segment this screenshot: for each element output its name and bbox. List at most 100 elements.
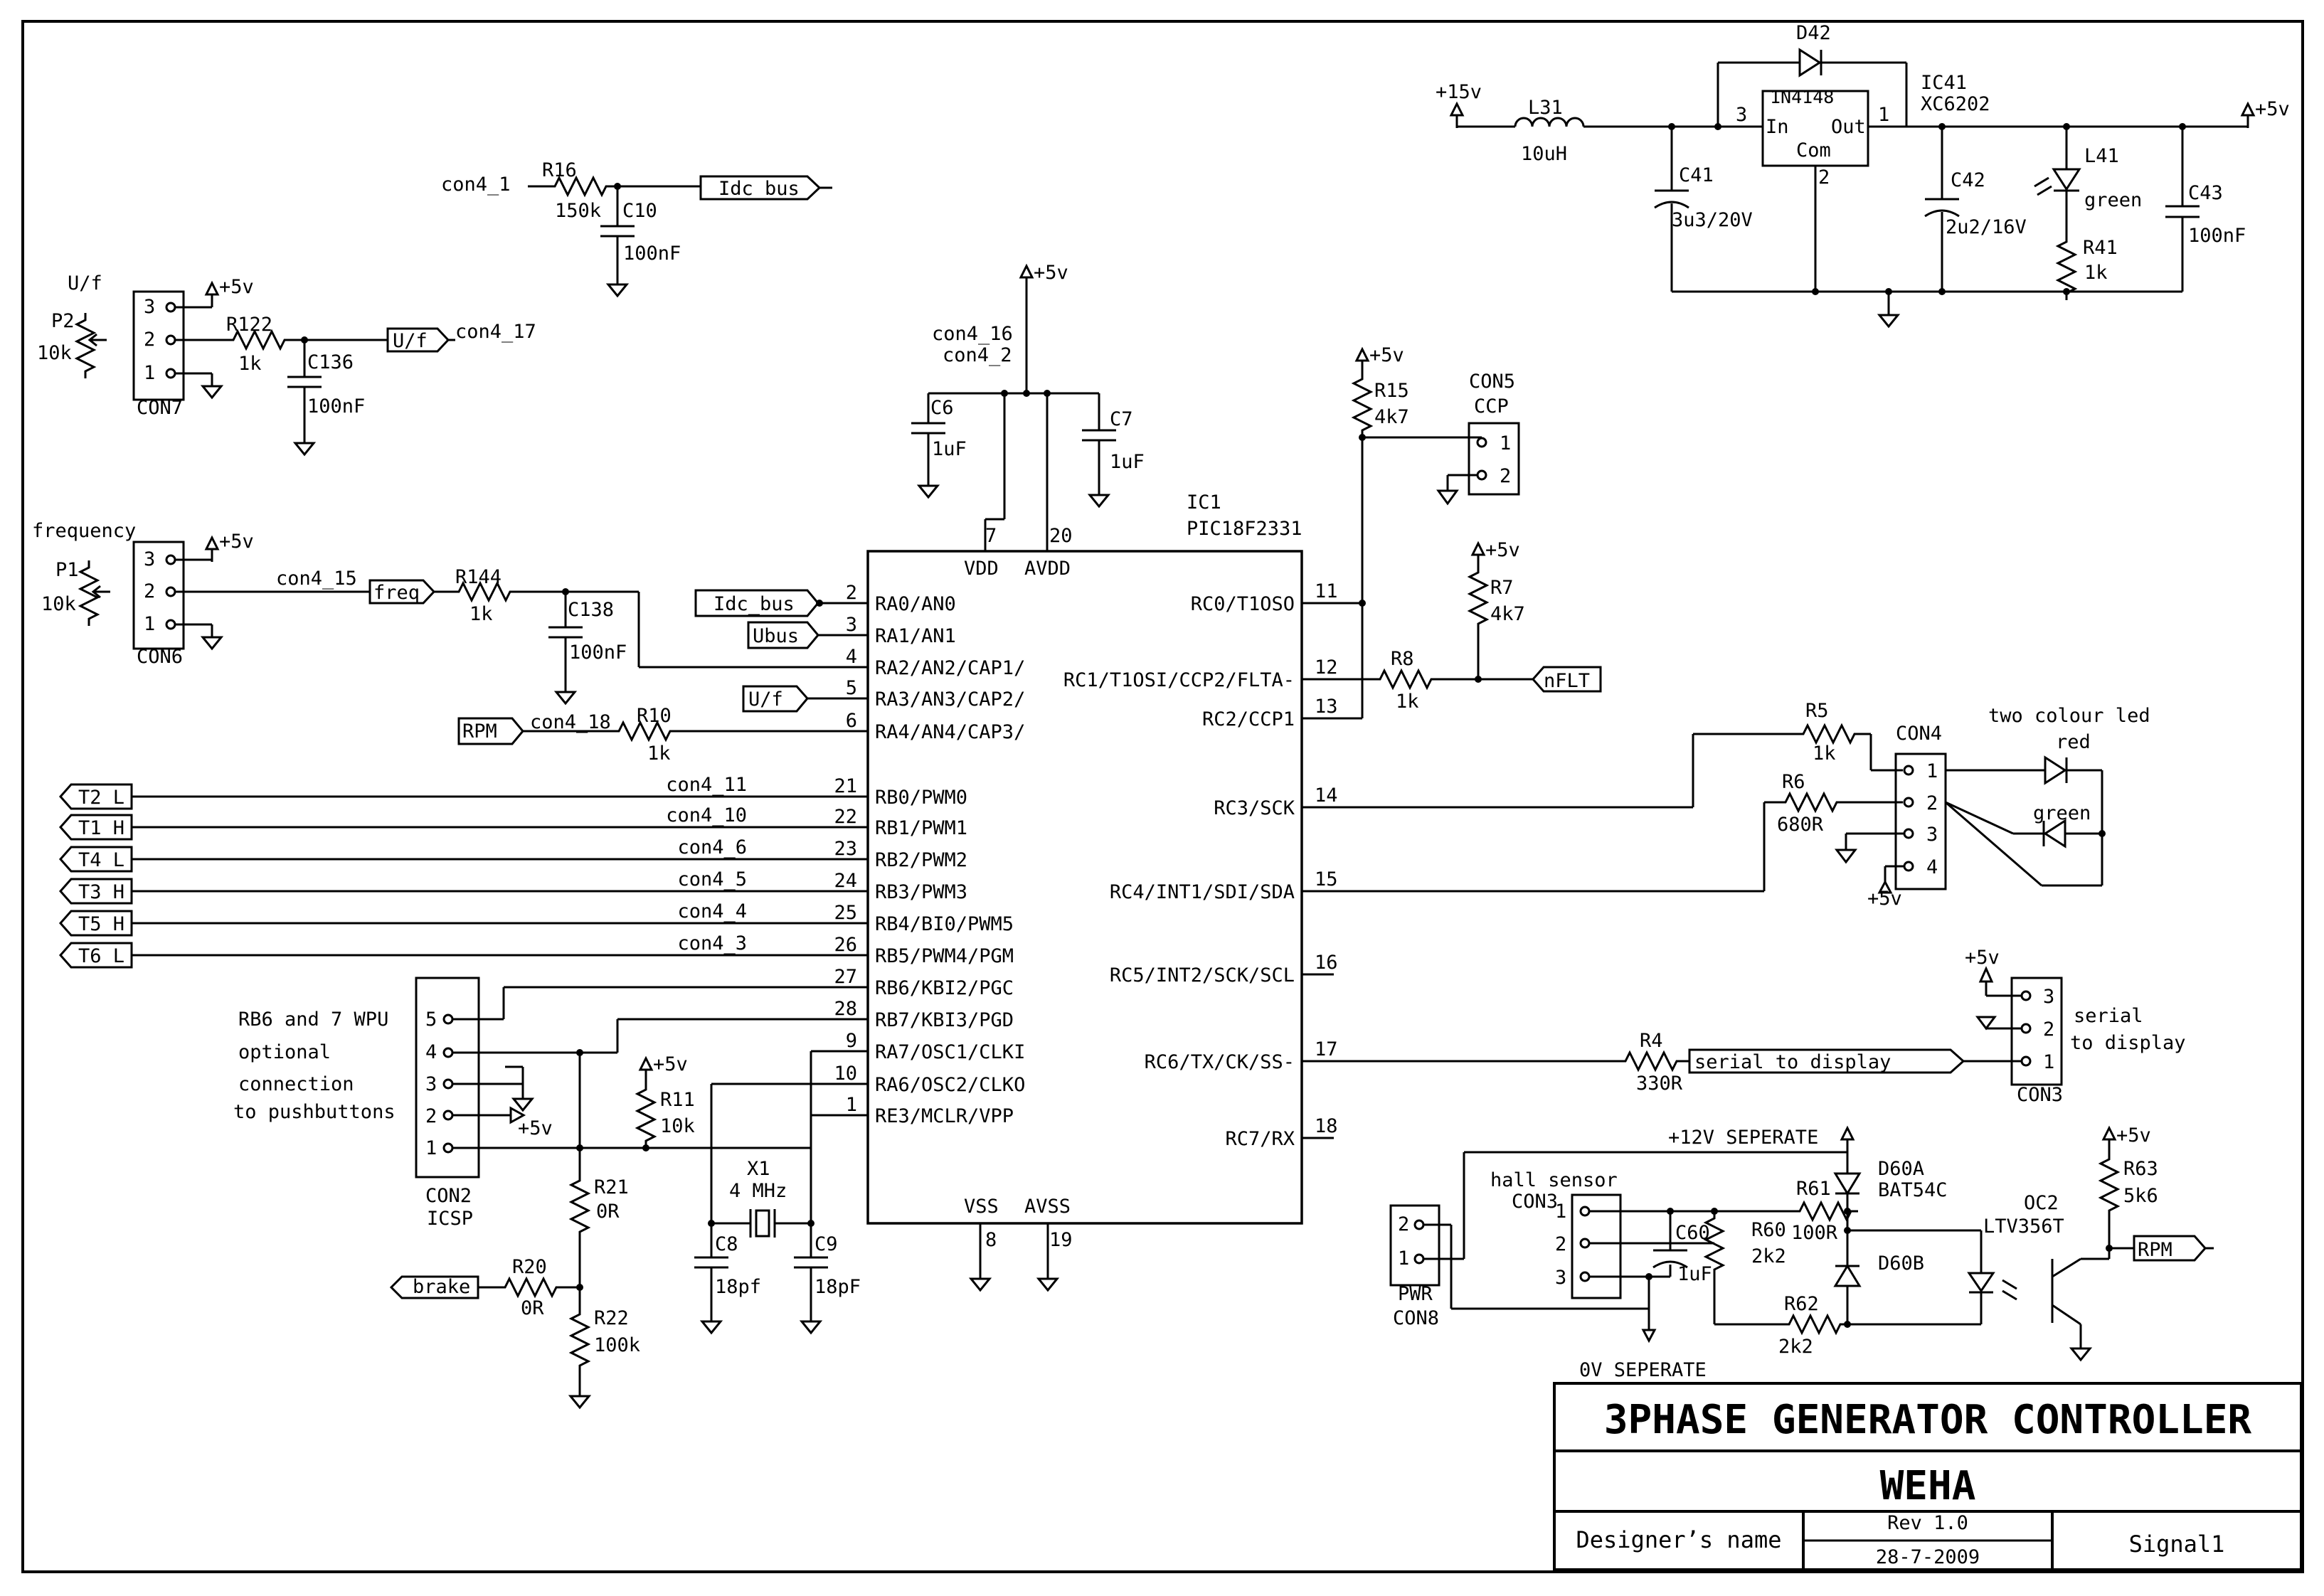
ic1-pin-name: RB0/PWM0 xyxy=(875,787,967,809)
ic1-ref: IC1 xyxy=(1187,491,1221,514)
pin20: 20 xyxy=(1049,525,1073,547)
v0-label: 0V SEPERATE xyxy=(1579,1359,1707,1381)
freq-pot: frequency P1 10k 3 2 1 CON6 +5v con4_15 … xyxy=(32,520,868,705)
c136-label: C136 xyxy=(307,351,354,373)
r144-value: 1k xyxy=(469,603,493,625)
r20-value: 0R xyxy=(521,1297,544,1319)
idc-bus-flag-top xyxy=(699,175,822,201)
c7-value: 1uF xyxy=(1110,451,1145,473)
rpm-flag: RPM xyxy=(462,720,497,743)
ic1-pin-name: RA6/OSC2/CLKO xyxy=(875,1074,1025,1096)
rb-note4: to pushbuttons xyxy=(233,1101,396,1123)
icsp-label: ICSP xyxy=(427,1208,473,1230)
r10-value: 1k xyxy=(647,743,671,765)
p1-value: 10k xyxy=(41,593,76,615)
r63-v5: +5v xyxy=(2116,1124,2151,1147)
hall-p2: 2 xyxy=(1555,1233,1566,1255)
v15-label: +15v xyxy=(1436,81,1482,103)
con7-v5: +5v xyxy=(219,276,254,298)
two-colour-label: two colour led xyxy=(1988,705,2150,727)
uf-flag: U/f xyxy=(393,330,428,352)
con4-15-label: con4_15 xyxy=(276,568,357,590)
c6-value: 1uF xyxy=(932,438,967,460)
r41-label: R41 xyxy=(2083,237,2118,259)
r61-value: 100R xyxy=(1791,1222,1838,1244)
pwr-label: PWR xyxy=(1398,1283,1433,1305)
rb-note1: RB6 and 7 WPU xyxy=(238,1009,388,1031)
ic1-pin-number: 10 xyxy=(834,1063,857,1085)
con2-p2: 2 xyxy=(425,1105,437,1127)
pwm-flag-label: T1_H xyxy=(78,817,124,839)
ic1-pin-name: RA1/AN1 xyxy=(875,625,956,647)
r11-label: R11 xyxy=(660,1089,695,1111)
c42-value: 2u2/16V xyxy=(1946,216,2027,238)
pwm-net-label: con4_11 xyxy=(666,774,747,796)
rb-note3: connection xyxy=(238,1073,354,1095)
ic1-part: PIC18F2331 xyxy=(1187,518,1302,540)
x1-value: 4 MHz xyxy=(729,1180,787,1202)
con4-p1: 1 xyxy=(1926,760,1938,782)
ic1-pin-name: RC2/CCP1 xyxy=(1202,708,1295,730)
pwm-net-label: con4_6 xyxy=(677,836,747,858)
ic1-pin-name: RC7/RX xyxy=(1225,1128,1295,1150)
l31-value: 10uH xyxy=(1521,143,1567,165)
ic1-pin-number: 16 xyxy=(1315,952,1338,974)
c136-value: 100nF xyxy=(307,395,365,417)
hall-con3-label: CON3 xyxy=(1512,1191,1558,1213)
r4-label: R4 xyxy=(1640,1030,1663,1052)
ic1-pin-name: RE3/MCLR/VPP xyxy=(875,1105,1014,1127)
r11-v5: +5v xyxy=(653,1053,688,1075)
uf-pot: U/f P2 10k 3 2 1 CON7 +5v R122 1k C136 1… xyxy=(37,272,536,456)
con4-label: CON4 xyxy=(1896,723,1942,745)
vdd-decoupling: +5v con4_16 con4_2 C6 1uF C7 1uF xyxy=(911,262,1145,551)
con4-17-label: con4_17 xyxy=(455,321,536,343)
c7-label: C7 xyxy=(1110,408,1133,430)
ic1-pin-number: 23 xyxy=(834,838,857,860)
sheet-border xyxy=(21,20,2304,1573)
reg-out: Out xyxy=(1831,116,1866,138)
ic1-pin-name: RA0/AN0 xyxy=(875,593,956,615)
r61-label: R61 xyxy=(1796,1178,1831,1200)
ic1-left-pins: 2RA0/AN03RA1/AN14RA2/AN2/CAP1/5RA3/AN3/C… xyxy=(834,582,1025,1127)
c43-value: 100nF xyxy=(2188,225,2246,247)
r15-label: R15 xyxy=(1374,380,1409,402)
avdd-label: AVDD xyxy=(1024,558,1071,580)
con6-label: CON6 xyxy=(137,646,183,668)
rev-text: Rev 1.0 xyxy=(1887,1512,1968,1534)
ic1-pin-number: 4 xyxy=(846,646,857,668)
crystal-osc: X1 4 MHz C8 18pf C9 18pF xyxy=(694,1050,868,1334)
r16-label: R16 xyxy=(542,159,577,181)
r16-value: 150k xyxy=(555,200,601,222)
r63-value: 5k6 xyxy=(2123,1185,2158,1207)
idc-bus-top: Idc_bus xyxy=(718,178,800,200)
uf-flag-2: U/f xyxy=(748,688,783,711)
con5-label: CON5 xyxy=(1469,371,1515,393)
c8-label: C8 xyxy=(715,1233,738,1255)
pin19: 19 xyxy=(1049,1229,1073,1251)
con4-p2: 2 xyxy=(1926,792,1938,814)
l31-inductor xyxy=(1514,117,1585,127)
ic1-pin-name: RB4/BI0/PWM5 xyxy=(875,913,1014,935)
hall-sensor: +12V SEPERATE 2 1 PWR CON8 0V SEPERATE h… xyxy=(1389,1124,2214,1381)
pwm-net-label: con4_5 xyxy=(677,868,747,890)
c6-label: C6 xyxy=(930,397,954,419)
con3-p2: 2 xyxy=(2043,1018,2054,1041)
d60a-label: D60A xyxy=(1878,1158,1924,1180)
con7-p2: 2 xyxy=(144,329,155,351)
con2-p3: 3 xyxy=(425,1073,437,1095)
con6-v5: +5v xyxy=(219,531,254,553)
con4-p4: 4 xyxy=(1926,856,1938,878)
ic1-right-pins: 11RC0/T1OSO12RC1/T1OSI/CCP2/FLTA-13RC2/C… xyxy=(1063,580,1338,1150)
rc-port-circuit: +5v R15 4k7 CON5 CCP 1 2 +5v R7 4k7 R8 1… xyxy=(1302,344,1602,720)
ic1-pin-number: 22 xyxy=(834,806,857,828)
ic1-pin-name: RB2/PWM2 xyxy=(875,849,967,871)
green-label: green xyxy=(2033,802,2091,824)
con4-1-label: con4_1 xyxy=(441,174,511,196)
r15-v5: +5v xyxy=(1369,344,1404,366)
led-con4: R5 1k R6 680R CON4 1 2 3 4 +5v two colou… xyxy=(1302,700,2150,910)
ic1-pin-name: RB7/KBI3/PGD xyxy=(875,1009,1014,1031)
con4-v5: +5v xyxy=(1867,888,1902,910)
r10-label: R10 xyxy=(637,705,672,727)
freq-flag: freq xyxy=(373,582,420,604)
date-text: 28-7-2009 xyxy=(1876,1546,1980,1568)
